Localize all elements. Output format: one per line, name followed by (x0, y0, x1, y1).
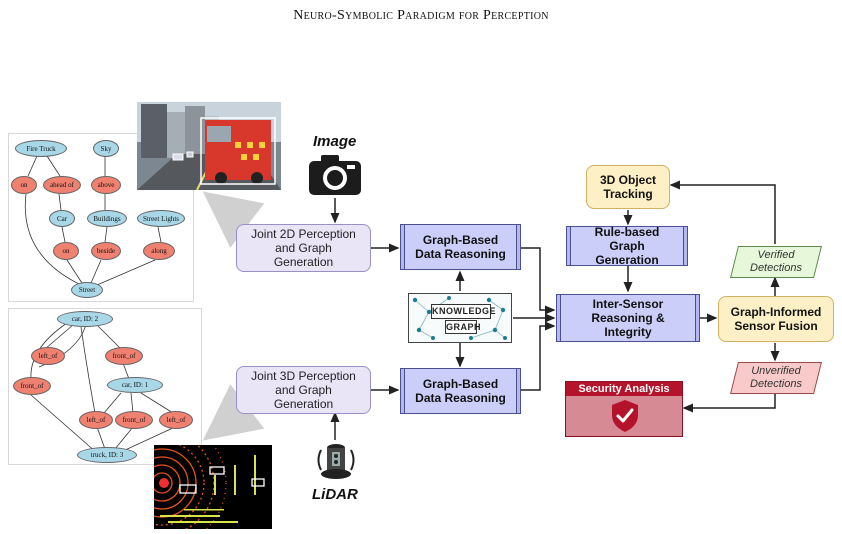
graph-node: on (53, 242, 79, 260)
verified-detections-label: Verified Detections (750, 249, 802, 274)
graph-2d-edges (24, 155, 162, 286)
graph-3d-edges (30, 318, 176, 454)
graph-node: front_of (105, 347, 143, 365)
graph-node: above (91, 176, 121, 194)
inter-sensor-box: Inter-Sensor Reasoning & Integrity (556, 294, 700, 342)
graph-node: front_of (13, 377, 51, 395)
graph-node: left_of (159, 411, 193, 429)
graph-label: GRAPH (445, 320, 482, 334)
verified-detections: Verified Detections (730, 246, 822, 278)
page-header: Neuro-Symbolic Paradigm for Perception (293, 8, 549, 23)
joint-3d-perception-box: Joint 3D Perception and Graph Generation (236, 366, 371, 414)
graph-node: along (143, 242, 175, 260)
camera-icon (309, 155, 361, 195)
sensor-fusion-box: Graph-Informed Sensor Fusion (718, 296, 834, 342)
graph-node: ahead of (43, 176, 81, 194)
graph-node: Buildings (87, 210, 127, 227)
graph-node: left_of (79, 411, 113, 429)
graph-reasoning-top-box: Graph-Based Data Reasoning (400, 224, 521, 270)
inter-sensor-label: Inter-Sensor Reasoning & Integrity (591, 297, 665, 339)
graph-node: car, ID: 2 (57, 311, 113, 327)
graph-node: beside (91, 242, 121, 260)
graph-node: Car (49, 210, 75, 227)
unverified-detections-label: Unverified Detections (750, 365, 802, 390)
camera-frame-image (137, 102, 281, 190)
graph-reasoning-bottom-box: Graph-Based Data Reasoning (400, 368, 521, 414)
shield-check-icon (612, 400, 638, 432)
lidar-sensor-icon (317, 444, 355, 479)
graph-node: Street (71, 282, 103, 298)
graph-reasoning-top-label: Graph-Based Data Reasoning (415, 233, 506, 261)
graph-node: Fire Truck (15, 140, 67, 157)
graph-node: car, ID: 1 (107, 377, 163, 393)
graph-node: Street Lights (137, 210, 185, 227)
rule-based-graph-label: Rule-based Graph Generation (594, 225, 660, 267)
security-analysis-box: Security Analysis (565, 381, 683, 437)
graph-node: truck, ID: 3 (77, 447, 137, 463)
lidar-pointcloud-image (154, 445, 272, 529)
security-analysis-title: Security Analysis (566, 382, 682, 396)
graph-node: Sky (93, 140, 119, 157)
knowledge-label: KNOWLEDGE (431, 304, 496, 319)
joint-2d-perception-box: Joint 2D Perception and Graph Generation (236, 224, 371, 272)
graph-node: front_of (115, 411, 153, 429)
lidar-input-label: LiDAR (312, 486, 358, 503)
graph-node: left_of (31, 347, 65, 365)
graph-3d-panel: car, ID: 2 left_of front_of front_of car… (8, 308, 202, 465)
unverified-detections: Unverified Detections (730, 362, 822, 394)
image-input-label: Image (313, 133, 357, 150)
object-tracking-box: 3D Object Tracking (586, 165, 670, 209)
graph-reasoning-bottom-label: Graph-Based Data Reasoning (415, 377, 506, 405)
graph-node: on (11, 176, 37, 194)
knowledge-graph-box: KNOWLEDGE GRAPH (408, 293, 512, 343)
rule-based-graph-box: Rule-based Graph Generation (566, 225, 688, 267)
